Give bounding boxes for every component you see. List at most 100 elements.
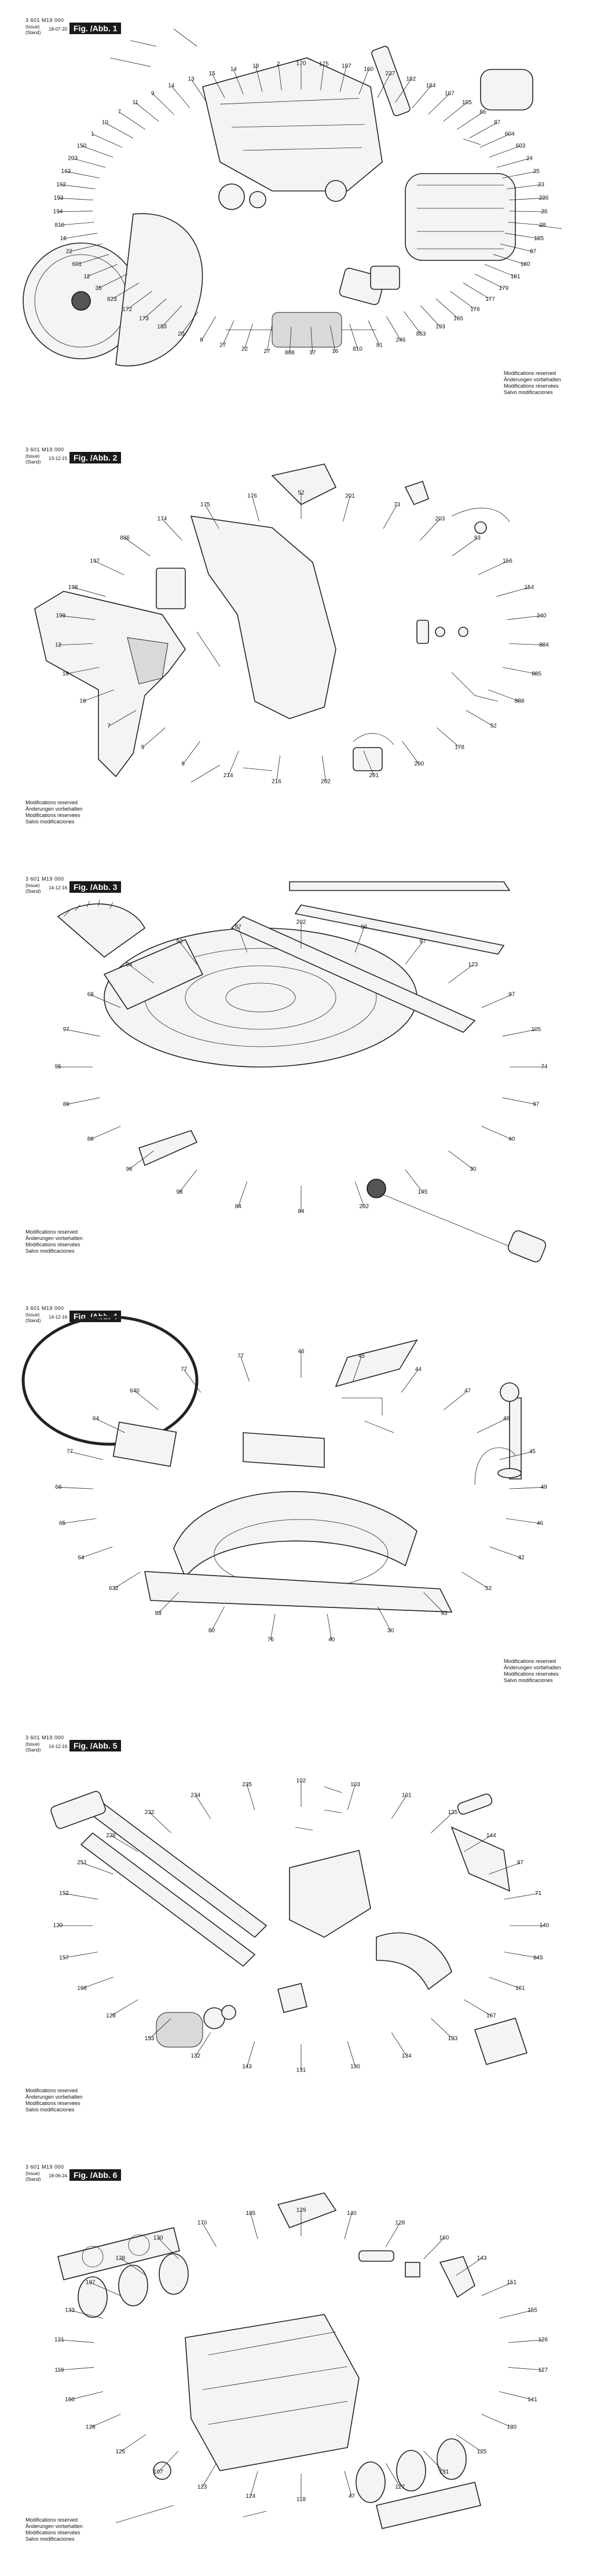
part-callout: 177: [485, 296, 495, 303]
callout-leader: [82, 1863, 113, 1875]
part-callout: 120: [53, 1923, 63, 1929]
callout-leader: [343, 496, 350, 522]
callout-leader: [66, 1029, 100, 1037]
part-callout: 153: [145, 2036, 155, 2042]
part-callout: 5: [141, 744, 145, 750]
callout-leader: [412, 86, 431, 108]
part-callout: 81: [376, 342, 383, 348]
lock-off-button: [271, 463, 337, 505]
callout-leader: [489, 1546, 522, 1558]
part-callout: 52: [298, 490, 305, 496]
callout-leader: [477, 1418, 507, 1433]
part-callout: 8: [200, 337, 203, 344]
callout-leader: [124, 538, 151, 557]
part-callout: 125: [116, 2449, 126, 2455]
part-callout: 161: [515, 1985, 525, 1992]
callout-leader: [60, 615, 96, 620]
callout-leader: [63, 233, 98, 239]
callout-leader: [134, 1390, 159, 1410]
part-callout: 888: [515, 698, 525, 705]
callout-leader: [344, 2471, 352, 2497]
slide-housing: [185, 2314, 360, 2471]
bevel-scale: [57, 903, 146, 958]
part-callout: 45: [529, 1448, 536, 1455]
part-callout: 25: [533, 168, 540, 175]
callout-leader: [90, 2414, 121, 2428]
part-callout: 202: [321, 778, 331, 785]
callout-leader: [162, 305, 182, 327]
part-callout: 9: [151, 91, 155, 97]
upper-blade-guard: [202, 57, 383, 192]
part-callout: 80: [208, 1628, 215, 1634]
callout-leader: [500, 244, 533, 252]
part-callout: 76: [268, 1637, 274, 1643]
part-callout: 74: [541, 1064, 548, 1070]
issue-date: 13-12-15: [49, 456, 68, 461]
callout-leader: [184, 1369, 201, 1393]
part-callout: 11: [132, 100, 138, 106]
part-callout: 160: [364, 66, 373, 72]
part-callout: 45: [358, 1353, 365, 1359]
pin: [358, 2250, 394, 2262]
miter-lever: [138, 1130, 198, 1166]
callout-leader: [508, 2367, 543, 2371]
callout-leader: [129, 964, 154, 984]
part-callout: 97: [419, 939, 426, 945]
callout-leader: [120, 2258, 146, 2276]
callout-leader: [499, 1451, 533, 1460]
part-callout: 77: [181, 1367, 188, 1373]
part-callout: 16: [60, 235, 67, 242]
part-callout: 127: [538, 2367, 548, 2373]
part-callout: 128: [395, 2220, 405, 2226]
callout-leader: [507, 615, 542, 620]
part-callout: 30: [470, 1166, 477, 1172]
callout-leader: [479, 134, 510, 148]
document-number: 3 601 M19 000: [25, 2164, 64, 2170]
part-callout: 12: [83, 274, 90, 280]
slide-tube-lower: [80, 1832, 256, 1967]
part-callout: 23: [538, 182, 545, 188]
part-callout: 102: [296, 1778, 306, 1784]
callout-leader: [386, 2222, 401, 2247]
part-callout: 236: [539, 195, 549, 201]
part-callout: 810: [353, 346, 362, 352]
modifications-notice: Modifications reserved Änderungen vorbeh…: [504, 1658, 561, 1683]
figure-label: Fig. /Abb. 6: [69, 2169, 122, 2181]
part-callout: 87: [494, 120, 501, 126]
issue-block: (Issue) (Stand) 14-12-16: [25, 1312, 68, 1323]
issue-block: (Issue) (Stand) 13-12-15: [25, 454, 68, 465]
callout-leader: [489, 1863, 521, 1875]
part-callout: 94: [126, 962, 133, 968]
part-callout: 123: [468, 962, 478, 968]
document-number: 3 601 M19 000: [25, 1305, 64, 1311]
modifications-notice: Modifications reserved Änderungen vorbeh…: [504, 370, 561, 395]
callout-leader: [386, 316, 401, 341]
part-callout: 183: [157, 324, 167, 330]
part-callout: 632: [109, 1585, 119, 1592]
callout-leader: [504, 233, 539, 239]
part-callout: 603: [516, 143, 526, 149]
part-callout: 601: [72, 262, 82, 268]
part-callout: 52: [490, 723, 497, 730]
part-callout: 26: [541, 209, 548, 215]
part-callout: 141: [528, 2397, 537, 2403]
part-callout: 127: [395, 2484, 405, 2490]
callout-leader: [90, 1126, 121, 1140]
callout-leader: [507, 184, 541, 189]
part-callout: 129: [296, 2207, 306, 2214]
part-callout: 84: [298, 1209, 305, 1215]
issue-block: (Issue) (Stand) 18-06-24: [25, 2171, 68, 2182]
part-callout: 845: [533, 1955, 543, 1961]
exploded-view-drawing: 4645444746454946425243304076808363264656…: [21, 1315, 547, 1643]
part-callout: 201: [345, 493, 355, 499]
callout-leader: [489, 1977, 521, 1989]
part-callout: 101: [402, 1792, 412, 1798]
part-callout: 151: [507, 2280, 517, 2286]
issue-block: (Issue) (Stand) 14-12-16: [25, 883, 68, 894]
callout-leader: [378, 1606, 391, 1631]
callout-leader: [401, 1369, 419, 1393]
callout-leader: [96, 1418, 126, 1433]
part-callout: 150: [77, 143, 87, 149]
part-callout: 165: [453, 315, 463, 322]
